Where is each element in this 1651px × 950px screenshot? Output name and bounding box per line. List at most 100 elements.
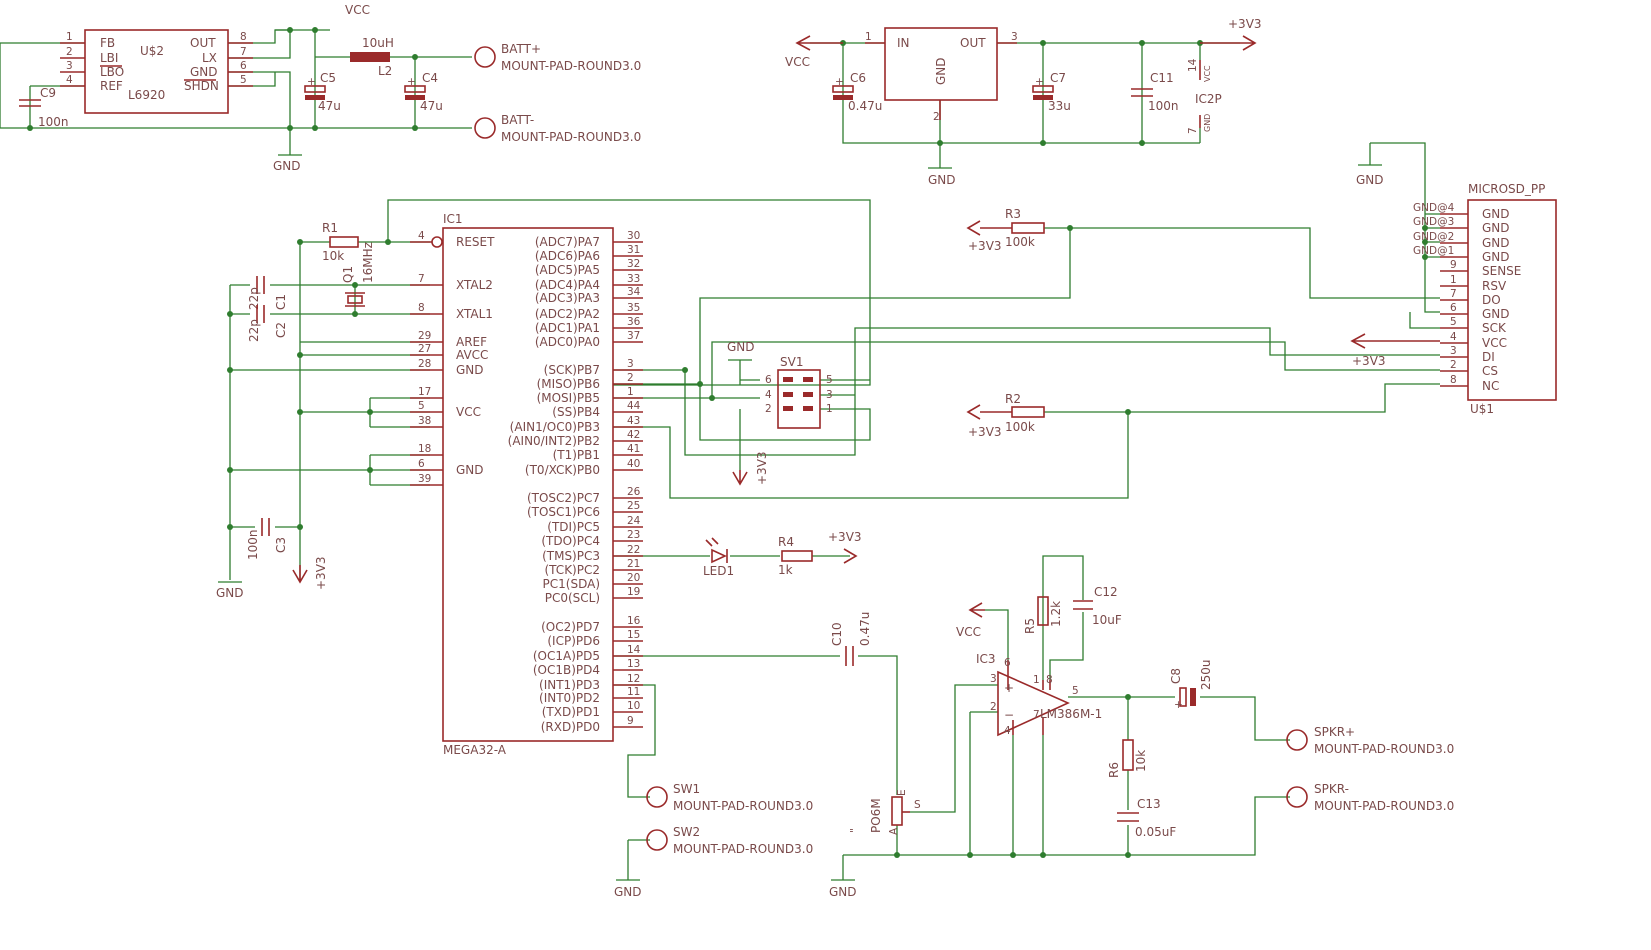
svg-text:0.47u: 0.47u (858, 612, 872, 646)
ic1-pin-num: 23 (627, 529, 640, 541)
svg-text:PO6M: PO6M (869, 798, 883, 833)
svg-text:R6: R6 (1107, 762, 1121, 778)
resistor-r6: R6 10k (1107, 739, 1148, 778)
svg-text:IC2P: IC2P (1195, 92, 1222, 106)
ic1-pin-num: 19 (627, 586, 640, 598)
v33-arrow-sv1: +3V3 (732, 451, 769, 486)
ic1-pin-num: 39 (418, 473, 431, 485)
svg-text:3: 3 (990, 673, 997, 685)
sd-pin-num: 2 (1450, 359, 1457, 371)
ic1-pin-label: (ADC7)PA7 (535, 235, 600, 249)
svg-text:22p: 22p (247, 287, 261, 310)
svg-text:C2: C2 (274, 322, 288, 338)
potentiometer: PO6M " A E S (849, 789, 921, 835)
ic1-pin-label: AREF (456, 335, 487, 349)
svg-text:IN: IN (897, 36, 910, 50)
ic1-pin-num: 36 (627, 316, 641, 328)
gnd-symbol-audio: GND (829, 879, 857, 899)
svg-text:6: 6 (1004, 657, 1011, 669)
ic1-pin-label: (ADC2)PA2 (535, 307, 600, 321)
svg-text:10k: 10k (1134, 750, 1148, 772)
ic1-pin-num: 18 (418, 443, 431, 455)
ic1-pin-num: 38 (418, 415, 431, 427)
svg-text:3: 3 (1011, 31, 1018, 43)
sd-pin-label: NC (1482, 379, 1499, 393)
svg-text:C4: C4 (422, 71, 438, 85)
junctions (27, 27, 1428, 858)
svg-text:16MHz: 16MHz (361, 242, 375, 283)
ic1-pin-label: (TXD)PD1 (542, 705, 600, 719)
svg-text:GND: GND (614, 885, 642, 899)
svg-text:U$2: U$2 (140, 44, 164, 58)
ic1-pin-num: 1 (627, 386, 634, 398)
svg-text:10k: 10k (322, 249, 344, 263)
ic1-pin-label: GND (456, 363, 484, 377)
vcc-arrow-reg: VCC (785, 35, 843, 69)
svg-text:100n: 100n (38, 115, 69, 129)
svg-text:5: 5 (240, 74, 247, 86)
sd-pin-num: 8 (1450, 374, 1457, 386)
svg-text:SHDN: SHDN (184, 79, 219, 93)
ic1-pin-num: 9 (627, 715, 634, 727)
svg-text:+3V3: +3V3 (828, 530, 862, 544)
svg-text:+3V3: +3V3 (314, 556, 328, 590)
ic1-pin-label: (ADC6)PA6 (535, 249, 600, 263)
svg-text:": " (849, 828, 861, 833)
capacitor-c3: C3 100n (246, 518, 288, 560)
u2-l6920: 1 2 3 4 8 7 6 5 FB LBI LBO REF OUT LX GN… (60, 29, 253, 114)
resistor-r5: R5 1.2k (1023, 596, 1063, 634)
ic1-pin-label: AVCC (456, 348, 488, 362)
svg-text:10uF: 10uF (1092, 613, 1122, 627)
svg-text:GND: GND (1356, 173, 1384, 187)
sd-pin-num: 3 (1450, 345, 1457, 357)
svg-text:SW1: SW1 (673, 782, 700, 796)
ic1-pin-num: 11 (627, 686, 640, 698)
ic1-pin-label: (TMS)PC3 (542, 549, 600, 563)
ic1-pin-num: 7 (418, 273, 425, 285)
svg-text:MOUNT-PAD-ROUND3.0: MOUNT-PAD-ROUND3.0 (673, 842, 813, 856)
ic1-pin-label: (TOSC2)PC7 (527, 491, 600, 505)
v33-arrow-reg: +3V3 (1200, 17, 1262, 51)
sd-pin-label: SCK (1482, 321, 1507, 335)
svg-text:C7: C7 (1050, 71, 1066, 85)
svg-text:LX: LX (202, 51, 217, 65)
svg-text:C13: C13 (1137, 797, 1161, 811)
svg-text:2: 2 (990, 701, 997, 713)
sd-pin-num: 9 (1450, 259, 1457, 271)
svg-text:IC3: IC3 (976, 652, 996, 666)
svg-text:E: E (896, 789, 908, 796)
svg-text:C6: C6 (850, 71, 866, 85)
svg-text:7: 7 (1187, 127, 1199, 134)
ic1-pin-num: 31 (627, 244, 640, 256)
ic1-pin-label: PC1(SDA) (543, 577, 600, 591)
svg-text:LED1: LED1 (703, 564, 734, 578)
svg-text:VCC: VCC (956, 625, 981, 639)
svg-text:R1: R1 (322, 221, 338, 235)
svg-text:MOUNT-PAD-ROUND3.0: MOUNT-PAD-ROUND3.0 (1314, 742, 1454, 756)
ic1-pin-num: 24 (627, 515, 641, 527)
sd-pin-label: VCC (1482, 336, 1507, 350)
gnd-symbol-u2: GND (273, 154, 302, 173)
svg-text:14: 14 (1187, 58, 1199, 72)
svg-text:250u: 250u (1199, 659, 1213, 690)
svg-text:MOUNT-PAD-ROUND3.0: MOUNT-PAD-ROUND3.0 (673, 799, 813, 813)
svg-text:LM386M-1: LM386M-1 (1040, 707, 1102, 721)
svg-text:1k: 1k (778, 563, 793, 577)
ic1-pin-label: GND (456, 463, 484, 477)
svg-text:1: 1 (66, 31, 73, 43)
ic1-pin-label: (T1)PB1 (553, 448, 600, 462)
ic1-pin-num: 30 (627, 230, 640, 242)
header-sv1: SV1 6 5 4 3 2 1 (765, 355, 833, 429)
svg-text:+: + (307, 76, 316, 88)
svg-text:4: 4 (66, 74, 73, 86)
svg-text:Q1: Q1 (341, 266, 355, 283)
sd-pin-label: DO (1482, 293, 1501, 307)
svg-text:+: + (407, 76, 416, 88)
svg-text:+3V3: +3V3 (1352, 354, 1386, 368)
pad-spkr-plus: SPKR+ MOUNT-PAD-ROUND3.0 (1286, 725, 1454, 756)
ic1-pin-label: (ICP)PD6 (547, 634, 600, 648)
ic1-pin-num: 5 (418, 400, 425, 412)
sd-pin-num: 7 (1450, 288, 1457, 300)
